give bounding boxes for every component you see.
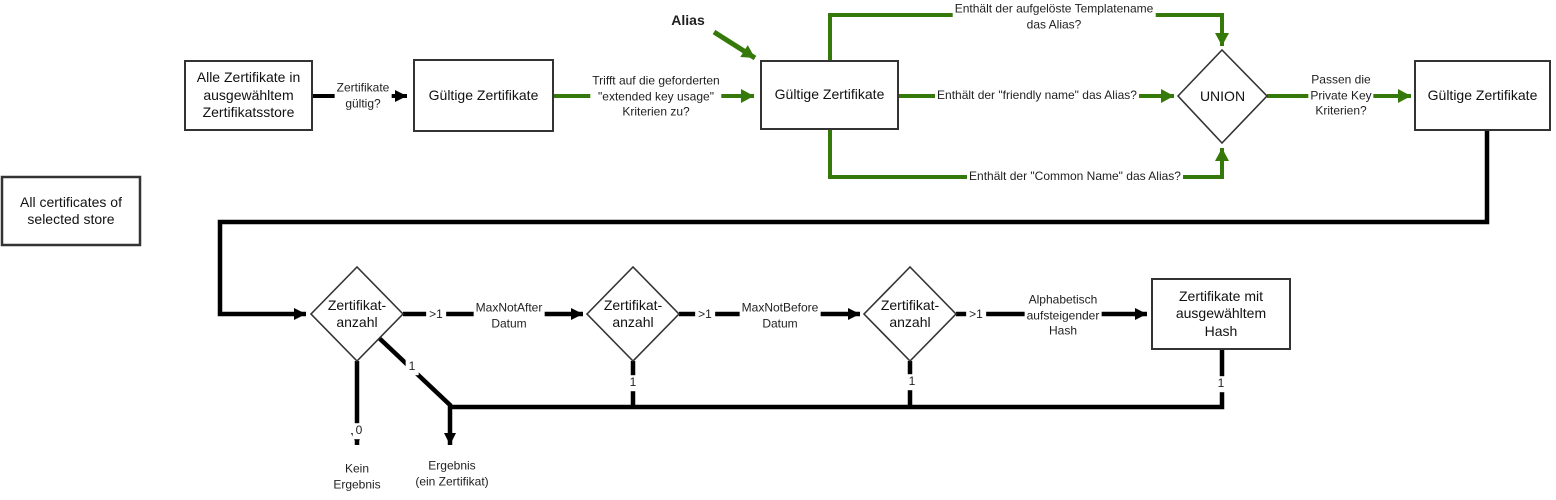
node-all-certs-en [0,175,142,247]
edge-label-max-not-after: MaxNotAfter Datum [473,300,545,332]
edge-label-zero: 0 [352,423,366,439]
node-valid-certs-1-label: Gültige Zertifikate [428,86,539,103]
edge-label-eku-criteria: Trifft auf die geforderten "extended key… [590,73,722,121]
edge-label-template-name: Enthält der aufgelöste Templatename das … [952,1,1156,33]
label-result: Ergebnis (ein Zertifikat) [413,458,491,490]
node-cert-count-3-label: Zertifikat- anzahl [880,296,940,331]
node-valid-certs-1 [413,59,554,132]
edge-label-one-3: 1 [905,374,919,390]
node-union-label: UNION [1199,87,1246,104]
node-cert-count-1-label: Zertifikat- anzahl [327,296,387,331]
node-cert-count-2 [585,265,681,363]
edge-label-friendly-name: Enthält der "friendly name" das Alias? [935,88,1139,104]
edge-label-max-not-before: MaxNotBefore Datum [739,300,821,332]
node-certs-selected-hash-label: Zertifikate mit ausgewähltem Hash [1175,287,1267,339]
edge-one-result [376,335,456,445]
node-all-certs-store-label: Alle Zertifikate in ausgewähltem Zertifi… [196,69,301,121]
edge-label-one-2: 1 [626,375,640,391]
node-valid-certs-2-label: Gültige Zertifikate [774,86,885,103]
edge-hash-to-collector [450,349,1225,410]
edge-label-gt1-3: >1 [966,307,986,323]
node-union [1176,48,1269,145]
edge-label-one-4: 1 [1214,376,1228,392]
node-cert-count-1 [309,265,405,363]
node-valid-certs-3-label: Gültige Zertifikate [1427,86,1538,103]
node-valid-certs-2 [760,60,899,130]
edge-alias-input [712,29,757,61]
node-certs-selected-hash [1151,278,1291,350]
node-cert-count-3 [862,265,958,363]
edge-label-common-name: Enthält der "Common Name" das Alias? [967,169,1183,185]
edge-label-private-key: Passen die Private Key Kriterien? [1308,72,1374,120]
node-valid-certs-3 [1414,60,1551,131]
edge-label-gt1-2: >1 [695,307,715,323]
node-cert-count-2-label: Zertifikat- anzahl [603,296,663,331]
edge-to-count-1 [217,131,1490,320]
edge-label-one-1: 1 [405,359,419,375]
label-no-result: Kein Ergebnis [331,461,383,493]
edge-label-alphabetical-hash: Alphabetisch aufsteigender Hash [1024,292,1102,340]
node-all-certs-en-label: All certificates of selected store [20,193,122,228]
node-all-certs-store [184,60,313,131]
edge-label-alias: Alias [671,11,705,28]
edge-label-certs-valid: Zertifikate gültig? [334,80,392,112]
edge-label-gt1-1: >1 [426,307,446,323]
